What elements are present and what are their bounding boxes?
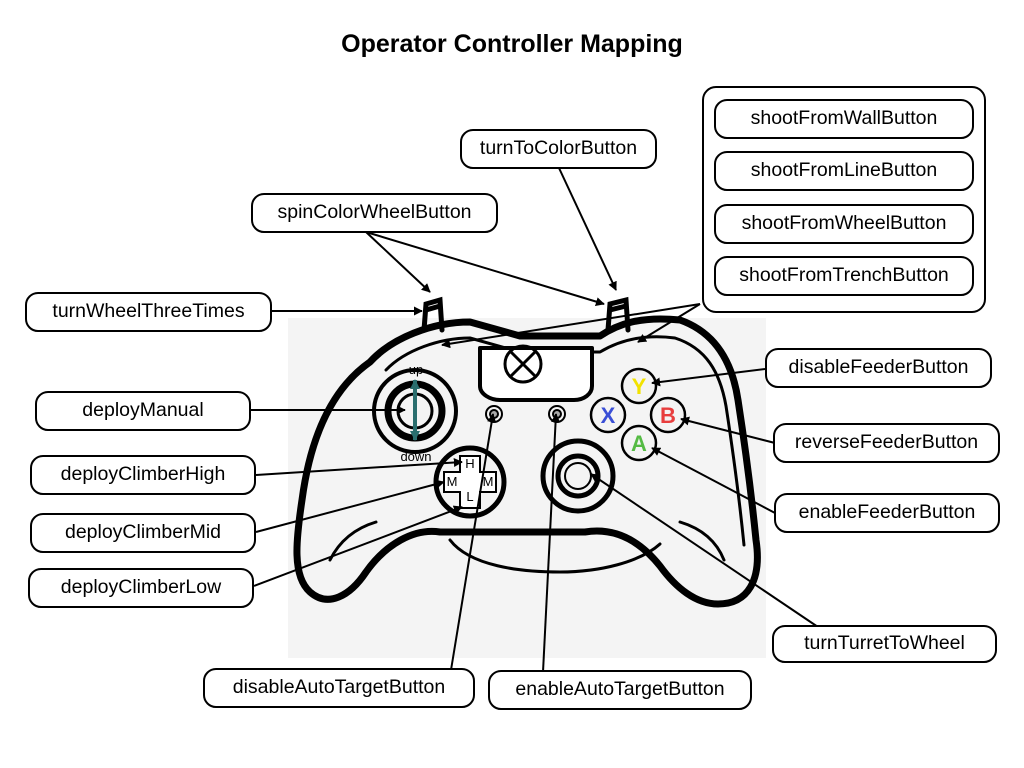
enable-auto-target-label: enableAutoTargetButton <box>488 670 752 710</box>
dpad-low-label: L <box>466 489 473 504</box>
arrow-shoot-left <box>441 303 701 349</box>
turn-turret-label: turnTurretToWheel <box>772 625 997 663</box>
arrow-deploy-mid <box>255 479 445 533</box>
deploy-manual-label: deployManual <box>35 391 251 431</box>
arrow-spin-wheel-right <box>365 231 605 306</box>
shoot-from-wheel-label: shootFromWheelButton <box>714 204 974 244</box>
deploy-climber-mid-label: deployClimberMid <box>30 513 256 553</box>
b-button-letter: B <box>660 403 676 428</box>
dpad-high-label: H <box>465 456 474 471</box>
reverse-feeder-label: reverseFeederButton <box>773 423 1000 463</box>
arrow-turn-to-color <box>558 167 617 291</box>
disable-feeder-label: disableFeederButton <box>765 348 992 388</box>
arrow-deploy-high <box>255 458 463 476</box>
spin-color-wheel-label: spinColorWheelButton <box>251 193 498 233</box>
shoot-from-wall-label: shootFromWallButton <box>714 99 974 139</box>
left-bumper <box>421 296 445 333</box>
connector-arrows <box>250 167 819 673</box>
deploy-climber-high-label: deployClimberHigh <box>30 455 256 495</box>
arrow-spin-wheel-left <box>365 231 431 293</box>
x-button-letter: X <box>601 403 616 428</box>
arrow-disable-auto <box>450 413 497 671</box>
a-button-letter: A <box>631 431 647 456</box>
diagram-title: Operator Controller Mapping <box>341 30 683 58</box>
arrow-disable-feeder <box>651 368 766 387</box>
arrow-shoot-right <box>637 303 701 343</box>
deploy-climber-low-label: deployClimberLow <box>28 568 254 608</box>
stick-down-label: down <box>400 449 431 464</box>
arrow-deploy-low <box>253 505 463 587</box>
disable-auto-target-label: disableAutoTargetButton <box>203 668 475 708</box>
dpad-mid-right-label: M <box>483 474 494 489</box>
turn-to-color-label: turnToColorButton <box>460 129 657 169</box>
shoot-from-line-label: shootFromLineButton <box>714 151 974 191</box>
arrow-turn-turret <box>590 473 819 628</box>
arrow-reverse-feeder <box>680 416 776 444</box>
controller-body <box>293 315 761 608</box>
y-button-letter: Y <box>632 374 647 399</box>
shoot-from-trench-label: shootFromTrenchButton <box>714 256 974 296</box>
turn-wheel-three-times-label: turnWheelThreeTimes <box>25 292 272 332</box>
dpad-mid-left-label: M <box>447 474 458 489</box>
enable-feeder-label: enableFeederButton <box>774 493 1000 533</box>
arrow-enable-feeder <box>651 447 776 514</box>
stick-up-label: up <box>409 362 423 377</box>
arrow-enable-auto <box>542 413 561 673</box>
guide-button <box>503 344 543 384</box>
